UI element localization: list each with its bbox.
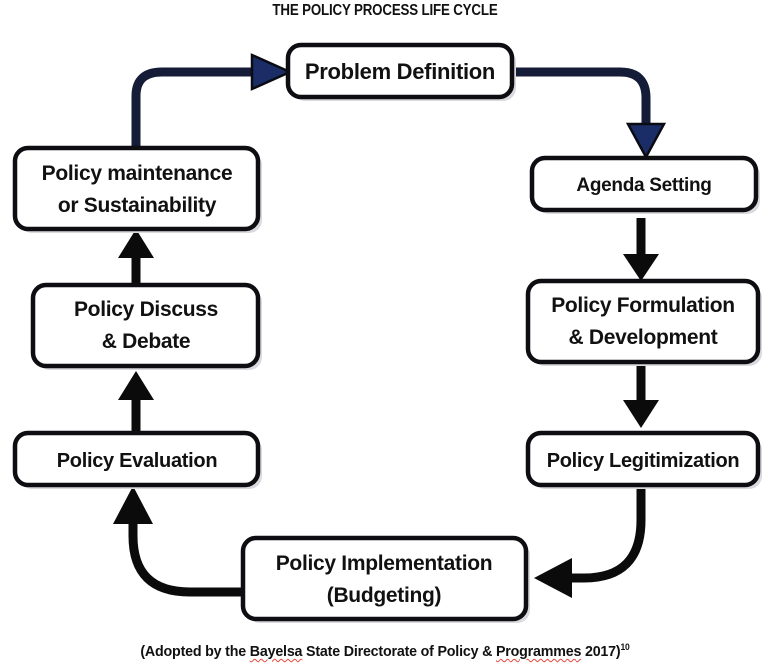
- node-policy-legitimization[interactable]: Policy Legitimization: [525, 430, 762, 489]
- edge-policy-evaluation-to-policy-discuss: [118, 371, 154, 432]
- node-label-policy-formulation-line1: Policy Formulation: [551, 294, 735, 317]
- node-policy-maintenance[interactable]: Policy maintenance or Sustainability: [12, 145, 262, 233]
- figure-caption: (Adopted by the Bayelsa State Directorat…: [19, 642, 751, 660]
- node-label-policy-implementation-line1: Policy Implementation: [276, 552, 493, 575]
- caption-programmes: Programmes: [495, 643, 582, 660]
- caption-prefix: (Adopted by the: [140, 643, 250, 660]
- caption-middle: State Directorate of Policy &: [302, 643, 496, 660]
- edge-maintenance-to-problem-definition: [131, 53, 294, 152]
- node-label-policy-maintenance-line2: or Sustainability: [58, 194, 217, 217]
- node-policy-formulation[interactable]: Policy Formulation & Development: [525, 278, 762, 366]
- node-label-policy-discuss-line1: Policy Discuss: [74, 298, 218, 321]
- node-label-problem-definition: Problem Definition: [305, 59, 495, 84]
- caption-bayelsa: Bayelsa: [249, 643, 303, 660]
- node-policy-evaluation[interactable]: Policy Evaluation: [12, 430, 262, 489]
- edge-problem-definition-to-agenda-setting: [514, 67, 667, 160]
- edge-policy-implementation-to-policy-evaluation: [113, 486, 241, 597]
- node-label-policy-formulation-line2: & Development: [569, 326, 718, 349]
- edge-agenda-setting-to-policy-formulation: [623, 218, 659, 281]
- footnote-reference: 10: [620, 642, 630, 652]
- node-label-policy-legitimization: Policy Legitimization: [547, 450, 740, 472]
- node-policy-discuss[interactable]: Policy Discuss & Debate: [30, 282, 262, 370]
- node-policy-implementation[interactable]: Policy Implementation (Budgeting): [240, 535, 530, 623]
- node-label-policy-evaluation: Policy Evaluation: [57, 450, 218, 472]
- node-label-agenda-setting: Agenda Setting: [576, 175, 711, 196]
- node-problem-definition[interactable]: Problem Definition: [285, 42, 516, 101]
- node-label-policy-implementation-line2: (Budgeting): [327, 584, 442, 607]
- caption-suffix: 2017): [581, 643, 621, 660]
- edge-policy-discuss-to-policy-maintenance: [118, 229, 154, 285]
- page-title: THE POLICY PROCESS LIFE CYCLE: [272, 2, 498, 19]
- node-agenda-setting[interactable]: Agenda Setting: [529, 155, 760, 214]
- edge-policy-legitimization-to-policy-implementation: [534, 489, 646, 598]
- edge-policy-formulation-to-policy-legitimization: [623, 366, 659, 428]
- node-label-policy-maintenance-line1: Policy maintenance: [42, 162, 233, 185]
- node-label-policy-discuss-line2: & Debate: [102, 330, 191, 353]
